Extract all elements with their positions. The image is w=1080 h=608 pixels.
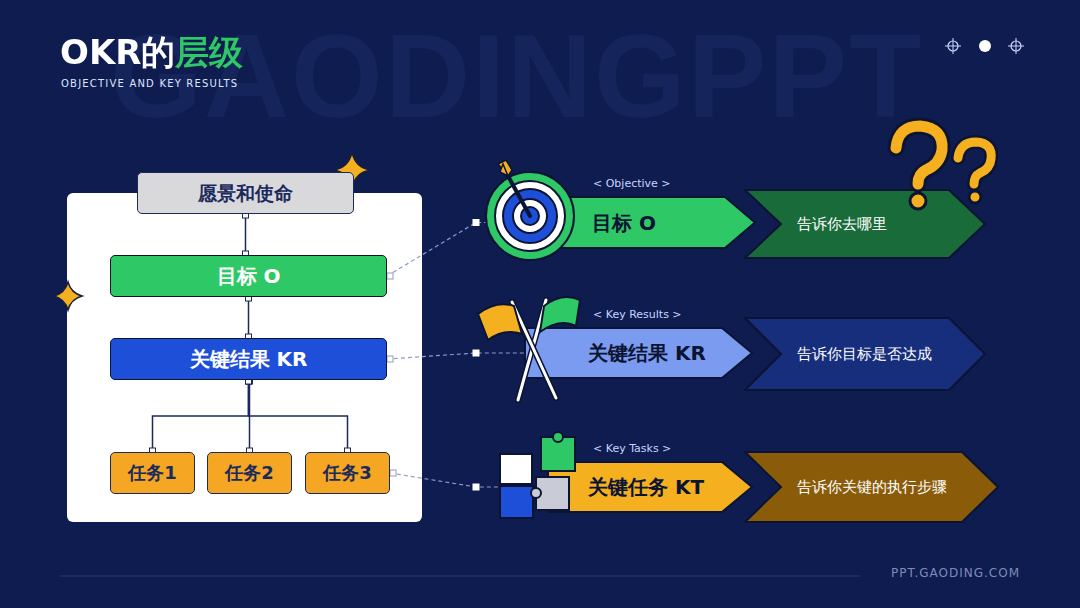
node-text-group: 愿景和使命: [198, 182, 293, 205]
footer-url: PPT.GAODING.COM: [891, 566, 1020, 580]
tree-connector: [249, 380, 348, 452]
objective-box: 目标 O: [110, 255, 387, 297]
objective-arrow: < Objective >目标 O: [548, 197, 755, 248]
node-label: 关键结果 KR: [190, 347, 308, 371]
connector-dot: [473, 350, 479, 356]
footer-rule: [60, 576, 860, 577]
tree-connector: [245, 214, 247, 255]
node-label: 愿景和使命: [198, 182, 293, 205]
chevron-outline: [745, 318, 985, 390]
section-heading: < Key Tasks >: [593, 442, 671, 455]
arrow-outline: [548, 462, 752, 512]
header-dots: [945, 38, 1024, 54]
node-text-group: 目标 O: [592, 211, 656, 235]
section-heading: < Key Results >: [593, 308, 682, 321]
connector-dot: [473, 484, 479, 490]
tree-connector: [153, 380, 249, 452]
node-text-group: 告诉你目标是否达成: [797, 345, 932, 363]
node-text-group: 任务1: [128, 462, 177, 484]
leader-line: [387, 353, 525, 359]
key-result-box: 关键结果 KR: [110, 338, 387, 380]
node-label: 任务1: [128, 462, 177, 484]
node-label: 告诉你去哪里: [797, 215, 887, 233]
chevron-outline: [745, 452, 998, 522]
node-text-group: 告诉你去哪里: [797, 215, 887, 233]
node-text-group: 关键结果 KR: [190, 347, 308, 371]
node-label: 关键任务 KT: [588, 475, 704, 499]
key-task-arrow: < Key Tasks >关键任务 KT: [548, 462, 752, 512]
slide-subtitle: OBJECTIVE AND KEY RESULTS: [61, 78, 238, 89]
watermark: GAODINGPPT: [110, 8, 923, 144]
node-label: 任务3: [323, 462, 372, 484]
node-label: 目标 O: [592, 211, 656, 235]
connector-dot: [473, 220, 479, 226]
objective-chevron: 告诉你去哪里: [745, 190, 985, 258]
connector-dot: [387, 356, 393, 362]
node-text-group: 关键结果 KR: [588, 341, 706, 365]
tree-connector: [248, 297, 250, 338]
node-label: 告诉你目标是否达成: [797, 345, 932, 363]
panel: [67, 193, 422, 522]
section-heading: < Objective >: [593, 177, 671, 190]
key-result-chevron: 告诉你目标是否达成: [745, 318, 985, 390]
slide-title: OKR的层级: [60, 30, 243, 76]
vision-box: 愿景和使命: [137, 172, 354, 214]
key-result-arrow: < Key Results >关键结果 KR: [525, 328, 752, 378]
connector-dot: [390, 470, 396, 476]
star: [54, 282, 82, 310]
node-text-group: 关键任务 KT: [588, 475, 704, 499]
task-box: 任务3: [305, 452, 390, 494]
node-label: 关键结果 KR: [588, 341, 706, 365]
node-label: 告诉你关键的执行步骤: [797, 478, 947, 496]
chevron-outline: [745, 190, 985, 258]
node-label: 任务2: [225, 462, 274, 484]
node-text-group: 任务2: [225, 462, 274, 484]
connector-dot: [387, 273, 393, 279]
task-box: 任务1: [110, 452, 195, 494]
node-text-group: 任务3: [323, 462, 372, 484]
key-task-chevron: 告诉你关键的执行步骤: [745, 452, 998, 522]
arrow-outline: [548, 197, 755, 248]
node-text-group: 目标 O: [217, 264, 281, 288]
node-text-group: 告诉你关键的执行步骤: [797, 478, 947, 496]
target-icon: [486, 160, 574, 260]
arrow-outline: [525, 328, 752, 378]
task-box: 任务2: [207, 452, 292, 494]
node-label: 目标 O: [217, 264, 281, 288]
